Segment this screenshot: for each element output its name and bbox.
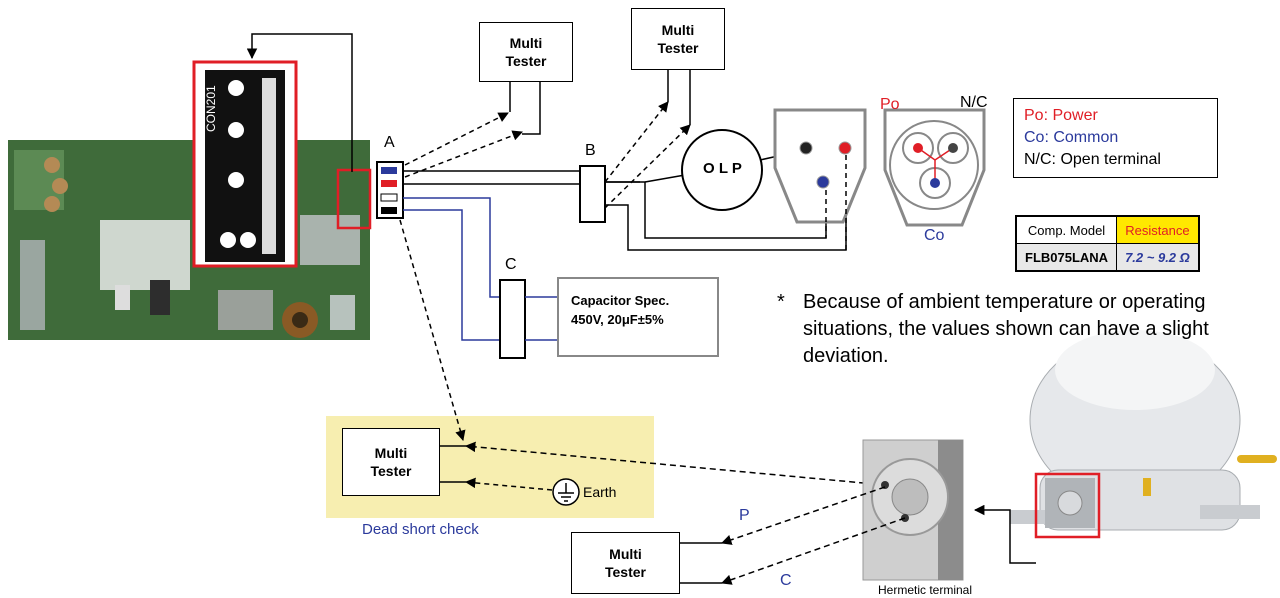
resistance-cell: 7.2 ~ 9.2 Ω: [1116, 243, 1200, 272]
earth-label: Earth: [583, 484, 617, 500]
legend-co: Co: Common: [1024, 129, 1119, 146]
probe-p-label: P: [739, 507, 750, 524]
olp-label: O L P: [703, 160, 742, 177]
capacitor-spec-box: Capacitor Spec. 450V, 20μF±5%: [557, 277, 719, 357]
label-c: C: [505, 256, 517, 273]
terminal-highlight: [1034, 472, 1101, 539]
hermetic-terminal-image: [862, 439, 964, 581]
po-label: Po: [880, 96, 900, 113]
connector-b: [579, 165, 606, 223]
connector-c: [499, 279, 526, 359]
probe-c-label: C: [780, 572, 792, 589]
compressor-image: [1010, 330, 1277, 531]
deviation-note: * Because of ambient temperature or oper…: [777, 291, 1209, 367]
terminal-legend: Po: Power Co: Common N/C: Open terminal: [1013, 98, 1218, 178]
co-label: Co: [924, 227, 945, 244]
olp-device: [681, 129, 763, 211]
label-b: B: [585, 142, 596, 159]
label-a: A: [384, 134, 395, 151]
resistance-table: Comp. Model Resistance FLB075LANA 7.2 ~ …: [1015, 215, 1200, 272]
model-cell: FLB075LANA: [1015, 243, 1118, 272]
board-connector-highlight: [336, 168, 372, 230]
legend-nc: N/C: Open terminal: [1024, 151, 1161, 168]
legend-po: Po: Power: [1024, 107, 1098, 124]
nc-label: N/C: [960, 94, 988, 111]
header-resistance: Resistance: [1116, 215, 1200, 244]
hermetic-label: Hermetic terminal: [878, 583, 973, 597]
dead-short-label: Dead short check: [362, 521, 479, 538]
con201-label: CON201: [204, 85, 218, 132]
header-model: Comp. Model: [1015, 215, 1118, 244]
terminal-socket: [773, 108, 867, 224]
pcb-board: [8, 140, 370, 340]
